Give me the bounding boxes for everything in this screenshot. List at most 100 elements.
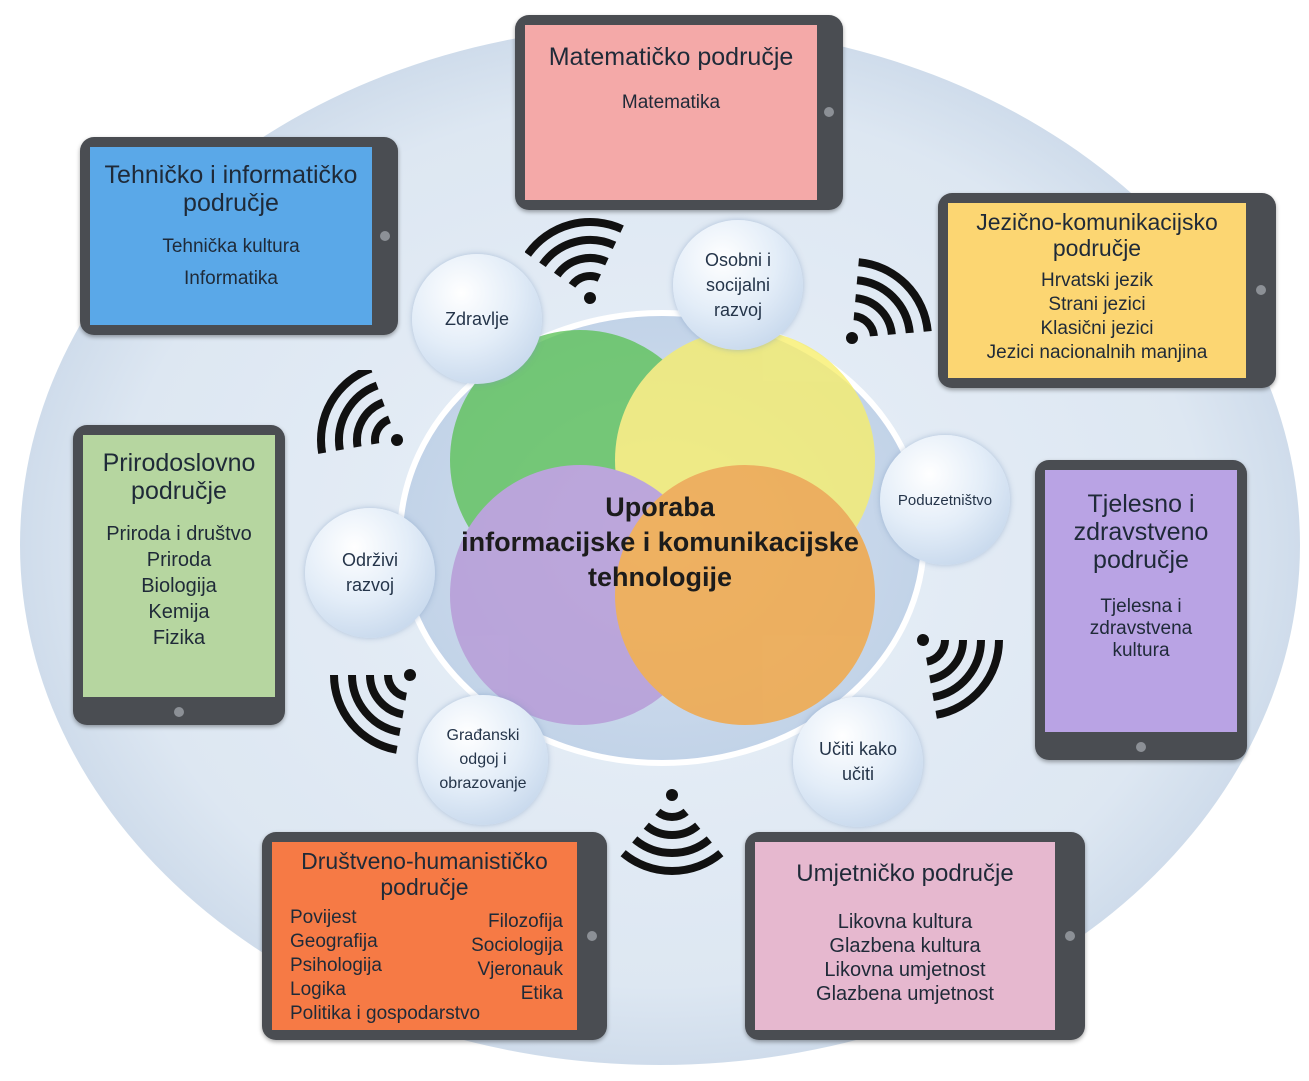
pe-title-2: zdravstveno xyxy=(1073,518,1209,546)
wifi-arc xyxy=(365,674,404,719)
nature-title-1: Prirodoslovno xyxy=(102,449,256,477)
tablet-art: Umjetničko područje Likovna kultura Glaz… xyxy=(745,832,1085,1040)
bubble-zdravlje: Zdravlje xyxy=(412,254,542,384)
nature-screen: Prirodoslovno područje Priroda i društvo… xyxy=(83,435,275,697)
wifi-arc xyxy=(925,639,949,666)
wifi-icon xyxy=(329,669,416,754)
art-items: Likovna kultura Glazbena kultura Likovna… xyxy=(755,910,1055,1006)
soc-item: Etika xyxy=(520,983,563,1004)
bubble-uciti: Učiti kako učiti xyxy=(793,697,923,827)
wifi-dot xyxy=(391,434,403,446)
wifi-arc xyxy=(539,236,617,268)
tech-item: Informatika xyxy=(184,268,278,289)
bubble-text: Zdravlje xyxy=(444,308,510,329)
tablet-button xyxy=(380,231,390,241)
tablet-button xyxy=(1256,285,1266,295)
wifi-arc xyxy=(329,674,398,754)
lang-item: Jezici nacionalnih manjina xyxy=(986,342,1208,363)
wifi-arc xyxy=(384,674,408,701)
wifi-arc xyxy=(655,808,689,821)
tablet-button xyxy=(824,107,834,117)
tablet-button xyxy=(174,707,184,717)
bubble-poduzetnistvo: Poduzetništvo xyxy=(880,435,1010,565)
bubble-text: razvoj xyxy=(713,299,762,320)
lang-item: Hrvatski jezik xyxy=(1041,270,1153,291)
art-item: Likovna kultura xyxy=(837,911,973,933)
wifi-arc xyxy=(317,370,373,454)
center-line: Uporaba xyxy=(605,492,715,522)
wifi-arc xyxy=(935,639,1004,719)
nature-item: Priroda i društvo xyxy=(106,523,252,545)
bubble-text: učiti xyxy=(841,764,874,784)
wifi-icon xyxy=(525,218,624,304)
soc-title-1: Društveno-humanističko xyxy=(301,848,548,874)
nature-item: Kemija xyxy=(148,601,210,623)
lang-item: Strani jezici xyxy=(1048,294,1146,315)
lang-items: Hrvatski jezik Strani jezici Klasični je… xyxy=(948,269,1246,365)
center-line: tehnologije xyxy=(588,562,732,592)
wifi-arc xyxy=(929,639,968,684)
soc-screen: Društveno-humanističko područje Povijest… xyxy=(272,842,577,1030)
wifi-arc xyxy=(620,850,724,875)
lang-screen: Jezično-komunikacijsko područje Hrvatski… xyxy=(948,203,1246,378)
wifi-icon xyxy=(317,370,403,454)
center-label: Uporaba informacijske i komunikacijske t… xyxy=(430,490,890,595)
wifi-dot xyxy=(917,634,929,646)
soc-item: Geografija xyxy=(290,931,378,952)
wifi-arc xyxy=(371,415,392,445)
tablet-pe: Tjelesno i zdravstveno područje Tjelesna… xyxy=(1035,460,1247,760)
pe-item: zdravstvena xyxy=(1089,618,1193,639)
bubble-text: odgoj i xyxy=(459,751,507,768)
math-screen: Matematičko područje Matematika xyxy=(525,25,817,200)
wifi-arc xyxy=(353,398,385,448)
wifi-arc xyxy=(335,381,379,451)
wifi-arc xyxy=(632,836,712,857)
tablet-button xyxy=(1065,931,1075,941)
bubble-osobni: Osobni i socijalni razvoj xyxy=(673,220,803,350)
nature-items: Priroda i društvo Priroda Biologija Kemi… xyxy=(83,521,275,651)
math-title: Matematičko područje xyxy=(548,43,794,71)
bubble-text: Održivi xyxy=(341,550,398,570)
tablet-soc: Društveno-humanističko područje Povijest… xyxy=(262,832,607,1040)
art-title-1: Umjetničko područje xyxy=(796,860,1014,887)
bubble-text: Poduzetništvo xyxy=(897,491,993,509)
nature-item: Fizika xyxy=(152,627,206,649)
bubble-text: razvoj xyxy=(345,575,394,595)
bubble-gradjanski: Građanski odgoj i obrazovanje xyxy=(418,695,548,825)
wifi-icon xyxy=(620,789,724,875)
tech-title-2: područje xyxy=(183,189,279,217)
bubble-text: Učiti kako xyxy=(818,739,898,759)
math-item: Matematika xyxy=(621,92,721,113)
pe-title-1: Tjelesno i xyxy=(1087,490,1195,518)
nature-title-2: područje xyxy=(131,477,227,505)
wifi-arc xyxy=(643,822,701,839)
wifi-arc xyxy=(553,254,609,278)
soc-item: Vjeronauk xyxy=(477,959,563,980)
wifi-dot xyxy=(846,332,858,344)
bubble-text: Građanski xyxy=(446,727,520,744)
tech-items: Tehnička kultura Informatika xyxy=(90,231,372,295)
soc-item: Filozofija xyxy=(488,911,563,932)
soc-left-items: Povijest Geografija Psihologija Logika P… xyxy=(290,906,480,1026)
pe-item: kultura xyxy=(1112,640,1170,661)
wifi-dot xyxy=(584,292,596,304)
tablet-button xyxy=(587,931,597,941)
wifi-arc xyxy=(858,258,932,332)
tablet-nature: Prirodoslovno područje Priroda i društvo… xyxy=(73,425,285,725)
math-items: Matematika xyxy=(525,91,817,115)
pe-screen: Tjelesno i zdravstveno područje Tjelesna… xyxy=(1045,470,1237,732)
tech-screen: Tehničko i informatičko područje Tehničk… xyxy=(90,147,372,325)
wifi-arc xyxy=(856,276,914,334)
bubble-text: socijalni xyxy=(705,274,770,295)
tech-title-1: Tehničko i informatičko xyxy=(104,161,358,189)
nature-item: Priroda xyxy=(146,549,212,571)
soc-title-2: područje xyxy=(380,874,469,900)
center-line: informacijske i komunikacijske xyxy=(461,527,859,557)
soc-item: Psihologija xyxy=(290,955,382,976)
wifi-arc xyxy=(525,218,624,257)
venn-orange-circle xyxy=(615,465,875,725)
wifi-arc xyxy=(932,639,986,702)
pe-items: Tjelesna i zdravstvena kultura xyxy=(1045,596,1237,662)
wifi-arc xyxy=(568,272,601,288)
